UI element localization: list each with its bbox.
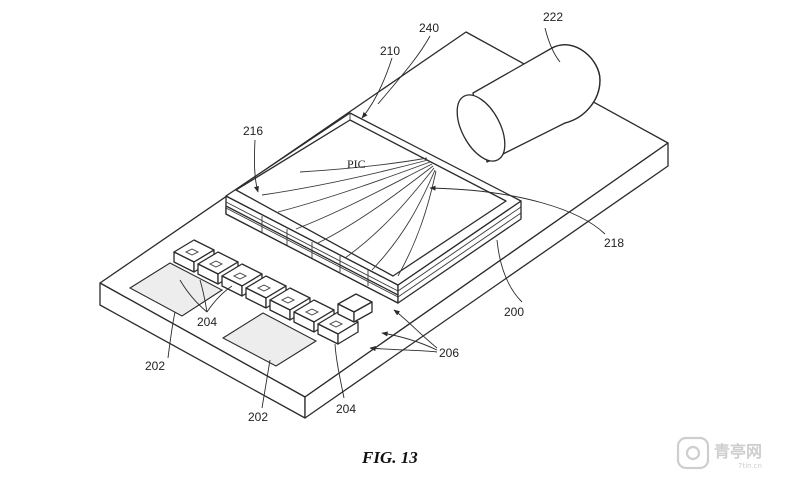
chip-right (221, 312, 318, 367)
leader-lines (167, 27, 606, 409)
optical-fiber-cylinder (456, 44, 601, 163)
label-202: 202 (145, 359, 165, 373)
label-216: 216 (243, 124, 263, 138)
watermark-sub: 7tin.cn (738, 462, 762, 470)
watermark-brand: 青亭网 (714, 442, 762, 461)
label-204: 204 (336, 402, 356, 416)
connector-row (173, 239, 373, 345)
watermark-logo-icon (676, 436, 710, 470)
pic-stack (225, 112, 522, 304)
label-204: 204 (197, 315, 217, 329)
label-218: 218 (604, 236, 624, 250)
label-202: 202 (248, 410, 268, 424)
label-222: 222 (543, 10, 563, 24)
watermark-logo: 青亭网 7tin.cn (676, 436, 762, 470)
reference-labels: 240 222 210 216 218 200 206 204 204 202 … (145, 10, 624, 424)
connector-block (269, 287, 311, 321)
connector-block (337, 293, 373, 323)
pic-label: PIC (347, 157, 366, 171)
label-210: 210 (380, 44, 400, 58)
chip-left (128, 262, 224, 317)
label-240: 240 (419, 21, 439, 35)
label-206: 206 (439, 346, 459, 360)
figure-caption: FIG. 13 (361, 448, 418, 467)
waveguides (261, 157, 437, 277)
label-200: 200 (504, 305, 524, 319)
